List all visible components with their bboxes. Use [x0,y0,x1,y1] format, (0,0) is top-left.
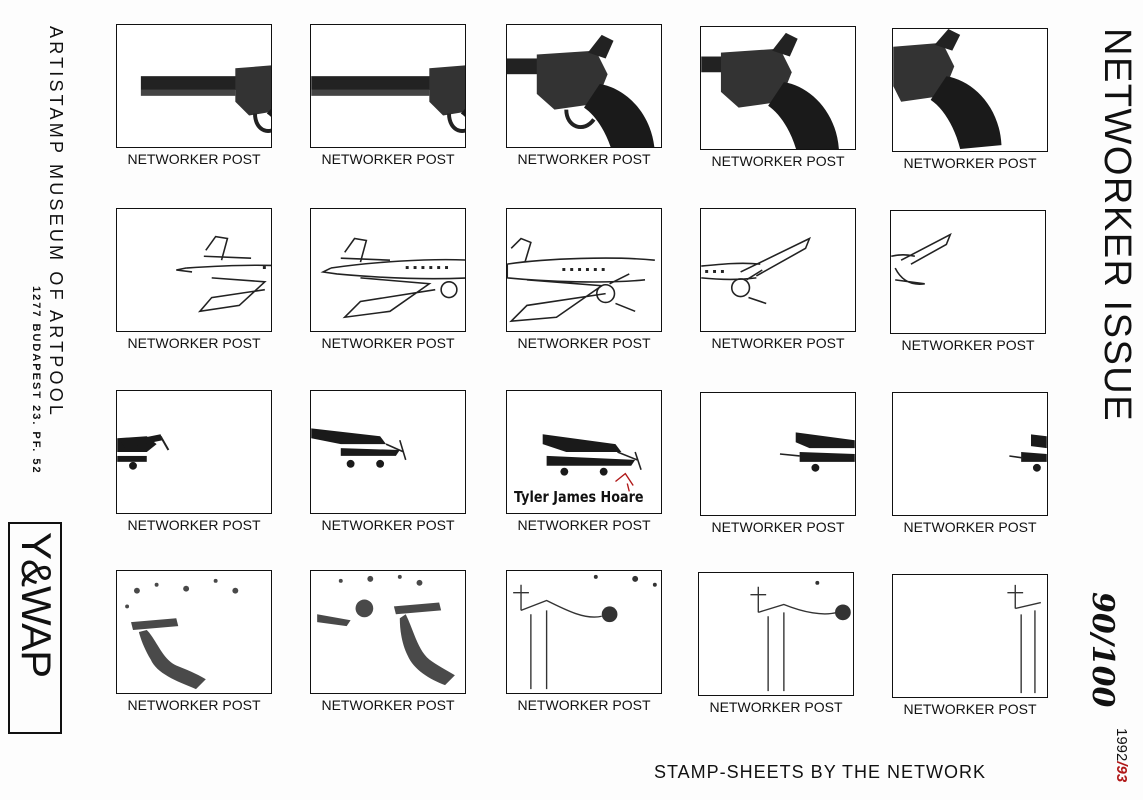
revolver-icon [893,29,1002,150]
stamp-image [116,390,272,514]
logo: Y&WAP [13,532,60,678]
stamp-8: NETWORKER POST [506,208,662,351]
stamp-image [506,390,662,514]
stamp-caption: NETWORKER POST [709,699,843,715]
revolver-icon [140,65,271,133]
wing-walker-icon [125,578,239,690]
revolver-icon [507,34,655,147]
stamp-image [700,392,856,516]
biplane-icon [311,428,407,468]
stamp-image [116,24,272,148]
stamp-2: NETWORKER POST [310,24,466,167]
stamp-image [890,210,1046,334]
stamp-caption: NETWORKER POST [321,517,455,533]
stamp-4: NETWORKER POST [700,26,856,169]
stamp-9: NETWORKER POST [700,208,856,351]
stamp-11: NETWORKER POST [116,390,272,533]
stamp-12: NETWORKER POST [310,390,466,533]
issue-year: 1992/93 [1113,728,1130,782]
biplane-icon [1009,434,1047,472]
stamp-caption: NETWORKER POST [321,335,455,351]
wing-walker-icon [513,574,657,690]
stamp-caption: NETWORKER POST [127,697,261,713]
stamp-caption: NETWORKER POST [321,151,455,167]
artist-signature: Tyler James Hoare [514,488,644,506]
stamp-caption: NETWORKER POST [517,335,651,351]
stamp-image [310,24,466,148]
museum-address: 1277 BUDAPEST 23. PF. 52 [30,286,42,475]
biplane-icon [117,434,170,470]
stamp-caption: NETWORKER POST [711,335,845,351]
stamp-image [700,208,856,332]
stamp-19: NETWORKER POST [698,572,854,715]
stamp-caption: NETWORKER POST [903,701,1037,717]
stamp-image [506,24,662,148]
stamp-caption: NETWORKER POST [517,151,651,167]
edition-number: 90/100 [1085,592,1120,708]
airliner-icon [507,237,655,323]
airliner-icon [176,235,271,313]
stamp-image [310,570,466,694]
stamp-caption: NETWORKER POST [127,517,261,533]
stamp-image [310,208,466,332]
stamp-caption: NETWORKER POST [127,335,261,351]
stamp-image [892,392,1048,516]
stamp-image [310,390,466,514]
stamp-caption: NETWORKER POST [127,151,261,167]
stamp-caption: NETWORKER POST [711,153,845,169]
stamp-17: NETWORKER POST [310,570,466,713]
revolver-icon [311,65,465,133]
biplane-icon [542,434,642,492]
stamp-image [698,572,854,696]
airliner-icon [701,236,811,305]
sheet-footer: STAMP-SHEETS BY THE NETWORK [654,762,987,782]
year-main: 1992 [1113,728,1130,762]
stamp-caption: NETWORKER POST [901,337,1035,353]
stamp-5: NETWORKER POST [892,28,1048,171]
stamp-6: NETWORKER POST [116,208,272,351]
stamp-caption: NETWORKER POST [321,697,455,713]
issue-title: NETWORKER ISSUE [1096,28,1138,423]
airliner-icon [891,232,952,285]
year-alt: /93 [1113,761,1130,783]
stamp-image [892,574,1048,698]
stamp-16: NETWORKER POST [116,570,272,713]
stamp-caption: NETWORKER POST [903,519,1037,535]
logo-box: Y&WAP [8,522,62,734]
airliner-icon [320,237,465,319]
revolver-icon [701,32,839,149]
stamp-18: NETWORKER POST [506,570,662,713]
wing-walker-icon [1007,584,1041,694]
stamp-3: NETWORKER POST [506,24,662,167]
stamp-14: NETWORKER POST [700,392,856,535]
stamp-image [700,26,856,150]
stamp-image [506,570,662,694]
stamp-caption: NETWORKER POST [517,517,651,533]
stamp-1: NETWORKER POST [116,24,272,167]
stamp-caption: NETWORKER POST [711,519,845,535]
museum-name: ARTISTAMP MUSEUM OF ARTPOOL [46,26,66,419]
stamp-caption: NETWORKER POST [903,155,1037,171]
biplane-icon [779,432,855,472]
stamp-20: NETWORKER POST [892,574,1048,717]
stamp-image [892,28,1048,152]
wing-walker-icon [750,580,851,692]
stamp-image [116,570,272,694]
stamp-10: NETWORKER POST [890,210,1046,353]
stamp-caption: NETWORKER POST [517,697,651,713]
stamp-15: NETWORKER POST [892,392,1048,535]
stamp-7: NETWORKER POST [310,208,466,351]
stamp-13: NETWORKER POST [506,390,662,533]
stamp-image [506,208,662,332]
wing-walker-icon [317,574,455,686]
stamp-image [116,208,272,332]
